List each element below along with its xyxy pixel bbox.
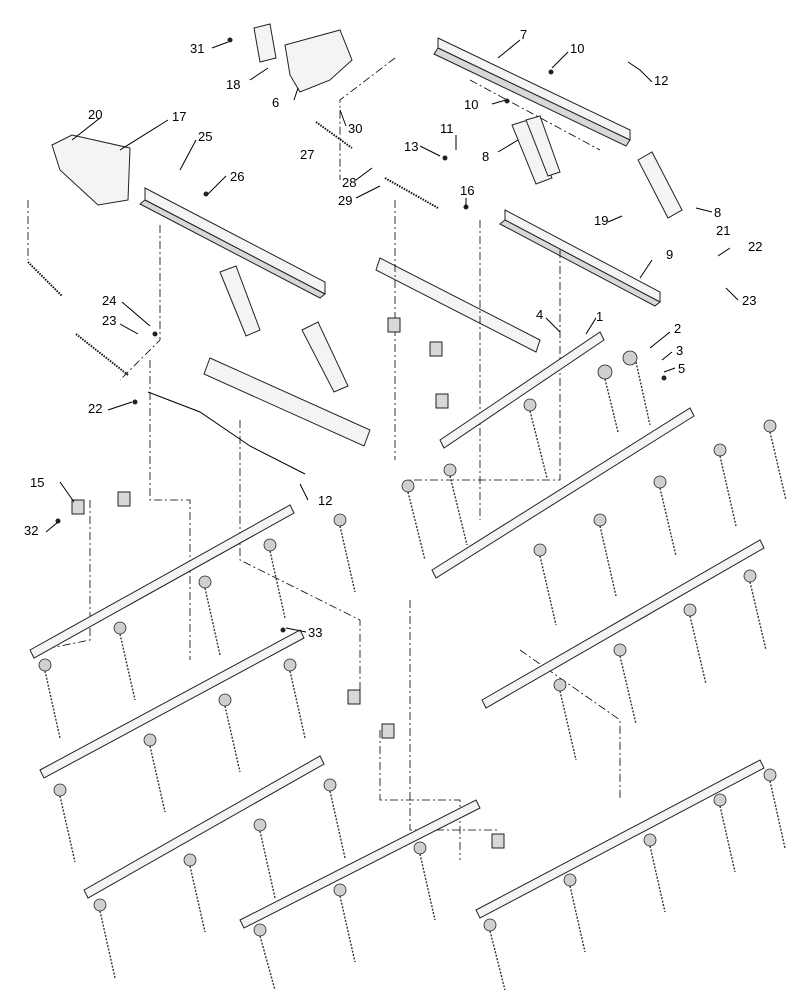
callout-5: 5 (678, 361, 686, 376)
spring-left-lower (75, 333, 129, 376)
beam-left (139, 187, 326, 299)
callout-34: 32 (24, 523, 39, 538)
beam-7 (433, 37, 631, 147)
hardware (55, 37, 667, 633)
tine-bar-4 (29, 504, 295, 659)
callout-22: 22 (748, 239, 763, 254)
callout-35: 33 (308, 625, 323, 640)
callout-19: 19 (594, 213, 609, 228)
callout-29: 27 (300, 147, 315, 162)
hitch-6 (253, 23, 353, 93)
tine-bar-2 (431, 407, 695, 579)
callout-31: 29 (338, 193, 353, 208)
tine-bar-8 (475, 759, 765, 919)
callout-10-top: 10 (570, 41, 585, 56)
center-plates (203, 257, 541, 447)
callout-32: 30 (348, 121, 363, 136)
callout-11: 11 (440, 121, 454, 136)
assembly-lines (27, 57, 621, 860)
tine-bar-5 (39, 629, 305, 779)
callout-28: 26 (230, 169, 245, 184)
tine-bar-1 (439, 331, 605, 449)
clips (71, 317, 505, 849)
callout-24: 22 (88, 401, 103, 416)
callout-1: 1 (596, 309, 604, 324)
callout-8-right: 8 (714, 205, 722, 220)
callout-20: 20 (88, 107, 103, 122)
callout-8-left: 8 (482, 149, 490, 164)
callout-7: 7 (520, 27, 528, 42)
beam-9 (499, 209, 661, 307)
callout-4: 4 (536, 307, 544, 322)
tine-bar-3 (481, 539, 765, 709)
callout-10-mid: 10 (464, 97, 479, 112)
callout-27: 25 (198, 129, 213, 144)
callout-13: 13 (404, 139, 419, 154)
callout-17: 17 (172, 109, 187, 124)
spring-left-upper (27, 261, 63, 297)
hitch-17 (51, 134, 131, 206)
tine-bar-6 (83, 755, 325, 899)
spring-31 (384, 177, 439, 209)
callout-18: 18 (226, 77, 241, 92)
callout-26: 24 (102, 293, 117, 308)
callout-12: 12 (654, 73, 669, 88)
arm-14 (147, 391, 306, 475)
callout-9: 9 (666, 247, 674, 262)
callout-16: 16 (460, 183, 475, 198)
tines (38, 350, 787, 991)
callout-14: 12 (318, 493, 333, 508)
bracket-8-right (637, 151, 683, 219)
callout-23: 23 (742, 293, 757, 308)
callout-30: 28 (342, 175, 357, 190)
callout-21: 21 (716, 223, 731, 238)
callout-25: 23 (102, 313, 117, 328)
leader-lines (45, 39, 739, 633)
callout-15: 15 (30, 475, 45, 490)
callout-2: 2 (674, 321, 682, 336)
callout-3: 3 (676, 343, 684, 358)
callout-6: 6 (272, 95, 280, 110)
tine-bar-7 (239, 799, 481, 929)
spring-29 (315, 121, 353, 149)
callout-33: 31 (190, 41, 205, 56)
bracket-8-left (511, 115, 561, 185)
